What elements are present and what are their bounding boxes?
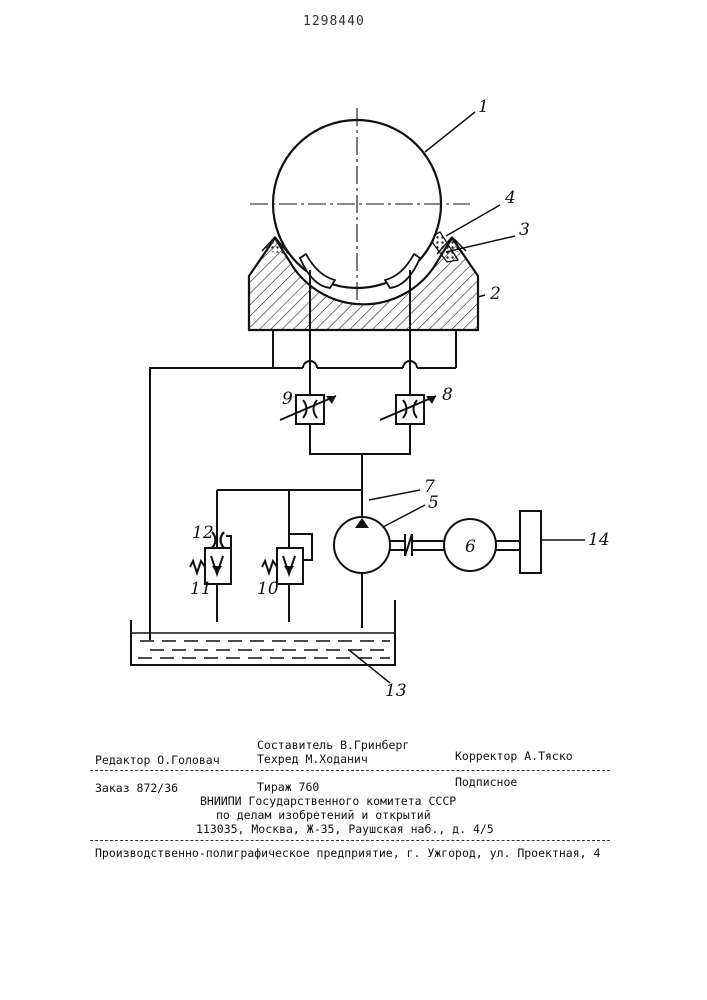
rule-bottom	[90, 840, 610, 841]
label-9: 9	[282, 389, 293, 409]
organization-address: 113035, Москва, Ж-35, Раушская наб., д. …	[196, 822, 494, 837]
label-14: 14	[588, 530, 610, 550]
label-11: 11	[190, 579, 212, 599]
hydraulic-schematic: 1 2 3 4 5 6 7 8 9 10 11 12 13 14	[0, 0, 707, 740]
throttle-8	[396, 395, 424, 424]
corrector-credit: Корректор А.Тяско	[455, 749, 573, 764]
label-6: 6	[465, 537, 476, 557]
organization-line-2: по делам изобретений и открытий	[216, 808, 431, 823]
throttle-9	[296, 395, 324, 424]
coupling	[390, 534, 444, 556]
label-2: 2	[489, 284, 501, 304]
label-8: 8	[442, 385, 453, 405]
techred-credit: Техред М.Ходанич	[257, 752, 368, 767]
organization-line-1: ВНИИПИ Государственного комитета СССР	[200, 794, 456, 809]
subscription: Подписное	[455, 775, 517, 790]
flywheel-14	[520, 511, 541, 573]
label-10: 10	[257, 579, 279, 599]
circulation: Тираж 760	[257, 780, 319, 795]
compiler-credit: Составитель В.Гринберг	[257, 738, 409, 753]
order-number: Заказ 872/36	[95, 781, 178, 796]
label-4: 4	[504, 188, 516, 208]
label-12: 12	[192, 523, 214, 543]
editor-credit: Редактор О.Головач	[95, 753, 220, 768]
label-1: 1	[478, 97, 489, 117]
label-13: 13	[385, 681, 407, 701]
label-7: 7	[424, 477, 435, 497]
label-3: 3	[519, 220, 530, 240]
printer-line: Производственно-полиграфическое предприя…	[95, 846, 600, 861]
rule-top	[90, 770, 610, 771]
